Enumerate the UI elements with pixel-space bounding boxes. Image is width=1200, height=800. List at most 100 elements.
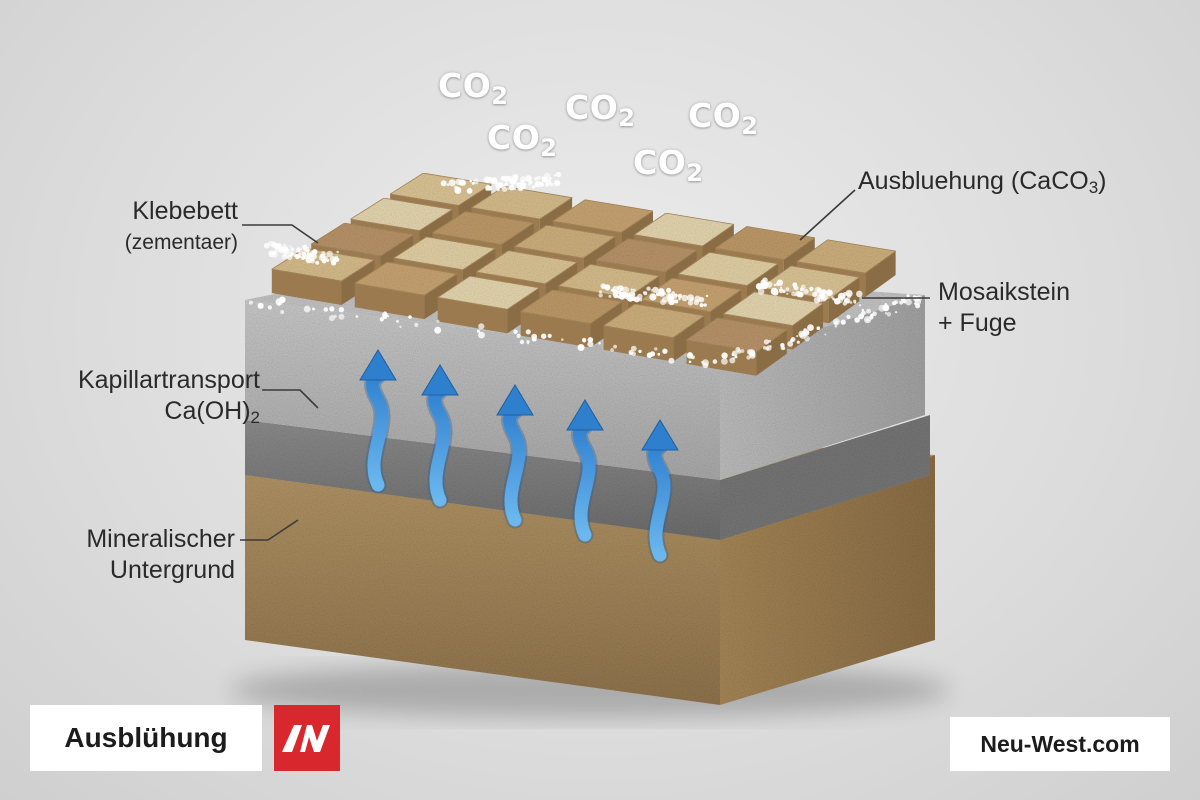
salt-crystal bbox=[279, 297, 286, 304]
label-mosaikstein-fuge: Mosaikstein + Fuge bbox=[938, 277, 1138, 339]
salt-crystal bbox=[324, 256, 328, 260]
salt-crystal bbox=[760, 280, 766, 286]
salt-crystal bbox=[513, 174, 518, 179]
salt-crystal bbox=[872, 311, 877, 316]
salt-crystal bbox=[780, 286, 782, 288]
salt-crystal bbox=[786, 287, 790, 291]
salt-crystal bbox=[258, 303, 264, 309]
salt-crystal bbox=[554, 174, 556, 176]
salt-crystal bbox=[794, 286, 799, 291]
salt-crystal bbox=[249, 301, 253, 305]
salt-crystal bbox=[520, 340, 524, 344]
salt-crystal bbox=[713, 359, 718, 364]
salt-crystal bbox=[737, 349, 741, 353]
salt-crystal bbox=[503, 176, 509, 182]
salt-crystal bbox=[264, 243, 270, 249]
salt-crystal bbox=[643, 291, 645, 293]
salt-crystal bbox=[526, 329, 531, 334]
salt-crystal bbox=[434, 327, 441, 334]
salt-crystal bbox=[289, 245, 291, 247]
salt-crystal bbox=[327, 251, 333, 257]
salt-crystal bbox=[297, 247, 299, 249]
salt-crystal bbox=[856, 291, 863, 298]
salt-crystal bbox=[312, 308, 315, 311]
salt-crystal bbox=[797, 341, 800, 344]
salt-crystal bbox=[294, 254, 298, 258]
salt-crystal bbox=[447, 183, 450, 186]
salt-crystal bbox=[280, 310, 284, 314]
salt-crystal bbox=[666, 293, 672, 299]
salt-crystal bbox=[701, 361, 704, 364]
salt-crystal bbox=[841, 296, 844, 299]
salt-crystal bbox=[470, 180, 473, 183]
salt-crystal bbox=[554, 180, 560, 186]
salt-crystal bbox=[599, 290, 602, 293]
salt-crystal bbox=[763, 346, 767, 350]
salt-crystal bbox=[774, 284, 776, 286]
salt-crystal bbox=[833, 318, 840, 325]
salt-crystal bbox=[687, 352, 693, 358]
salt-crystal bbox=[892, 301, 896, 305]
salt-crystal bbox=[637, 294, 643, 300]
salt-crystal bbox=[268, 305, 272, 309]
salt-crystal bbox=[544, 173, 551, 180]
salt-crystal bbox=[505, 182, 508, 185]
salt-crystal bbox=[699, 297, 705, 303]
salt-crystal bbox=[649, 293, 656, 300]
salt-crystal bbox=[339, 307, 344, 312]
salt-crystal bbox=[694, 300, 700, 306]
salt-crystal bbox=[660, 299, 666, 305]
salt-crystal bbox=[791, 337, 796, 342]
salt-crystal bbox=[786, 293, 788, 295]
salt-crystal bbox=[734, 355, 737, 358]
salt-crystal bbox=[459, 179, 466, 186]
salt-crystal bbox=[887, 312, 892, 317]
salt-crystal bbox=[399, 326, 401, 328]
salt-crystal bbox=[356, 315, 359, 318]
salt-crystal bbox=[782, 290, 785, 293]
salt-crystal bbox=[487, 186, 492, 191]
salt-crystal bbox=[556, 172, 561, 177]
salt-crystal bbox=[885, 303, 887, 305]
salt-crystal bbox=[885, 312, 887, 314]
salt-crystal bbox=[706, 295, 708, 297]
salt-crystal bbox=[477, 330, 480, 333]
salt-crystal bbox=[271, 251, 277, 257]
salt-crystal bbox=[638, 350, 641, 353]
salt-crystal bbox=[478, 323, 484, 329]
salt-crystal bbox=[845, 298, 850, 303]
salt-crystal bbox=[336, 251, 339, 254]
salt-crystal bbox=[654, 347, 657, 350]
salt-crystal bbox=[408, 315, 412, 319]
salt-crystal bbox=[797, 292, 803, 298]
salt-crystal bbox=[668, 358, 674, 364]
salt-crystal bbox=[721, 358, 728, 365]
salt-crystal bbox=[304, 306, 311, 313]
salt-crystal bbox=[499, 182, 503, 186]
salt-crystal bbox=[678, 298, 680, 300]
salt-crystal bbox=[312, 249, 317, 254]
label-kapillartransport: Kapillartransport Ca(OH)2 bbox=[40, 365, 260, 427]
salt-crystal bbox=[582, 338, 586, 342]
salt-crystal bbox=[859, 304, 861, 306]
salt-crystal bbox=[324, 307, 329, 312]
salt-crystal bbox=[279, 247, 286, 254]
salt-crystal bbox=[281, 254, 287, 260]
salt-crystal bbox=[493, 178, 497, 182]
label-mineralischer-untergrund: Mineralischer Untergrund bbox=[30, 524, 235, 586]
salt-crystal bbox=[598, 342, 600, 344]
salt-crystal bbox=[610, 348, 614, 352]
salt-crystal bbox=[895, 311, 897, 313]
salt-crystal bbox=[312, 254, 317, 259]
co2-label: CO2 bbox=[688, 96, 758, 135]
salt-crystal bbox=[687, 294, 694, 301]
salt-crystal bbox=[700, 303, 704, 307]
salt-crystal bbox=[822, 294, 829, 301]
salt-crystal bbox=[674, 294, 677, 297]
salt-crystal bbox=[272, 244, 276, 248]
salt-crystal bbox=[502, 187, 507, 192]
salt-crystal bbox=[632, 352, 636, 356]
salt-crystal bbox=[532, 185, 536, 189]
salt-crystal bbox=[704, 303, 707, 306]
salt-crystal bbox=[815, 287, 822, 294]
